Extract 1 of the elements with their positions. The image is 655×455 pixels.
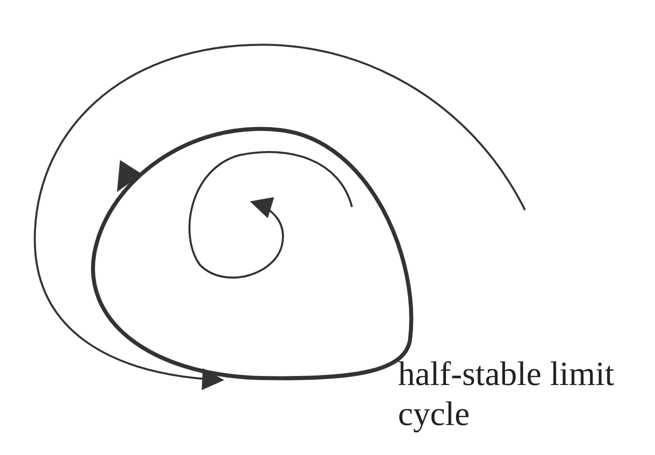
curve-label: half-stable limit cycle [398, 355, 616, 435]
